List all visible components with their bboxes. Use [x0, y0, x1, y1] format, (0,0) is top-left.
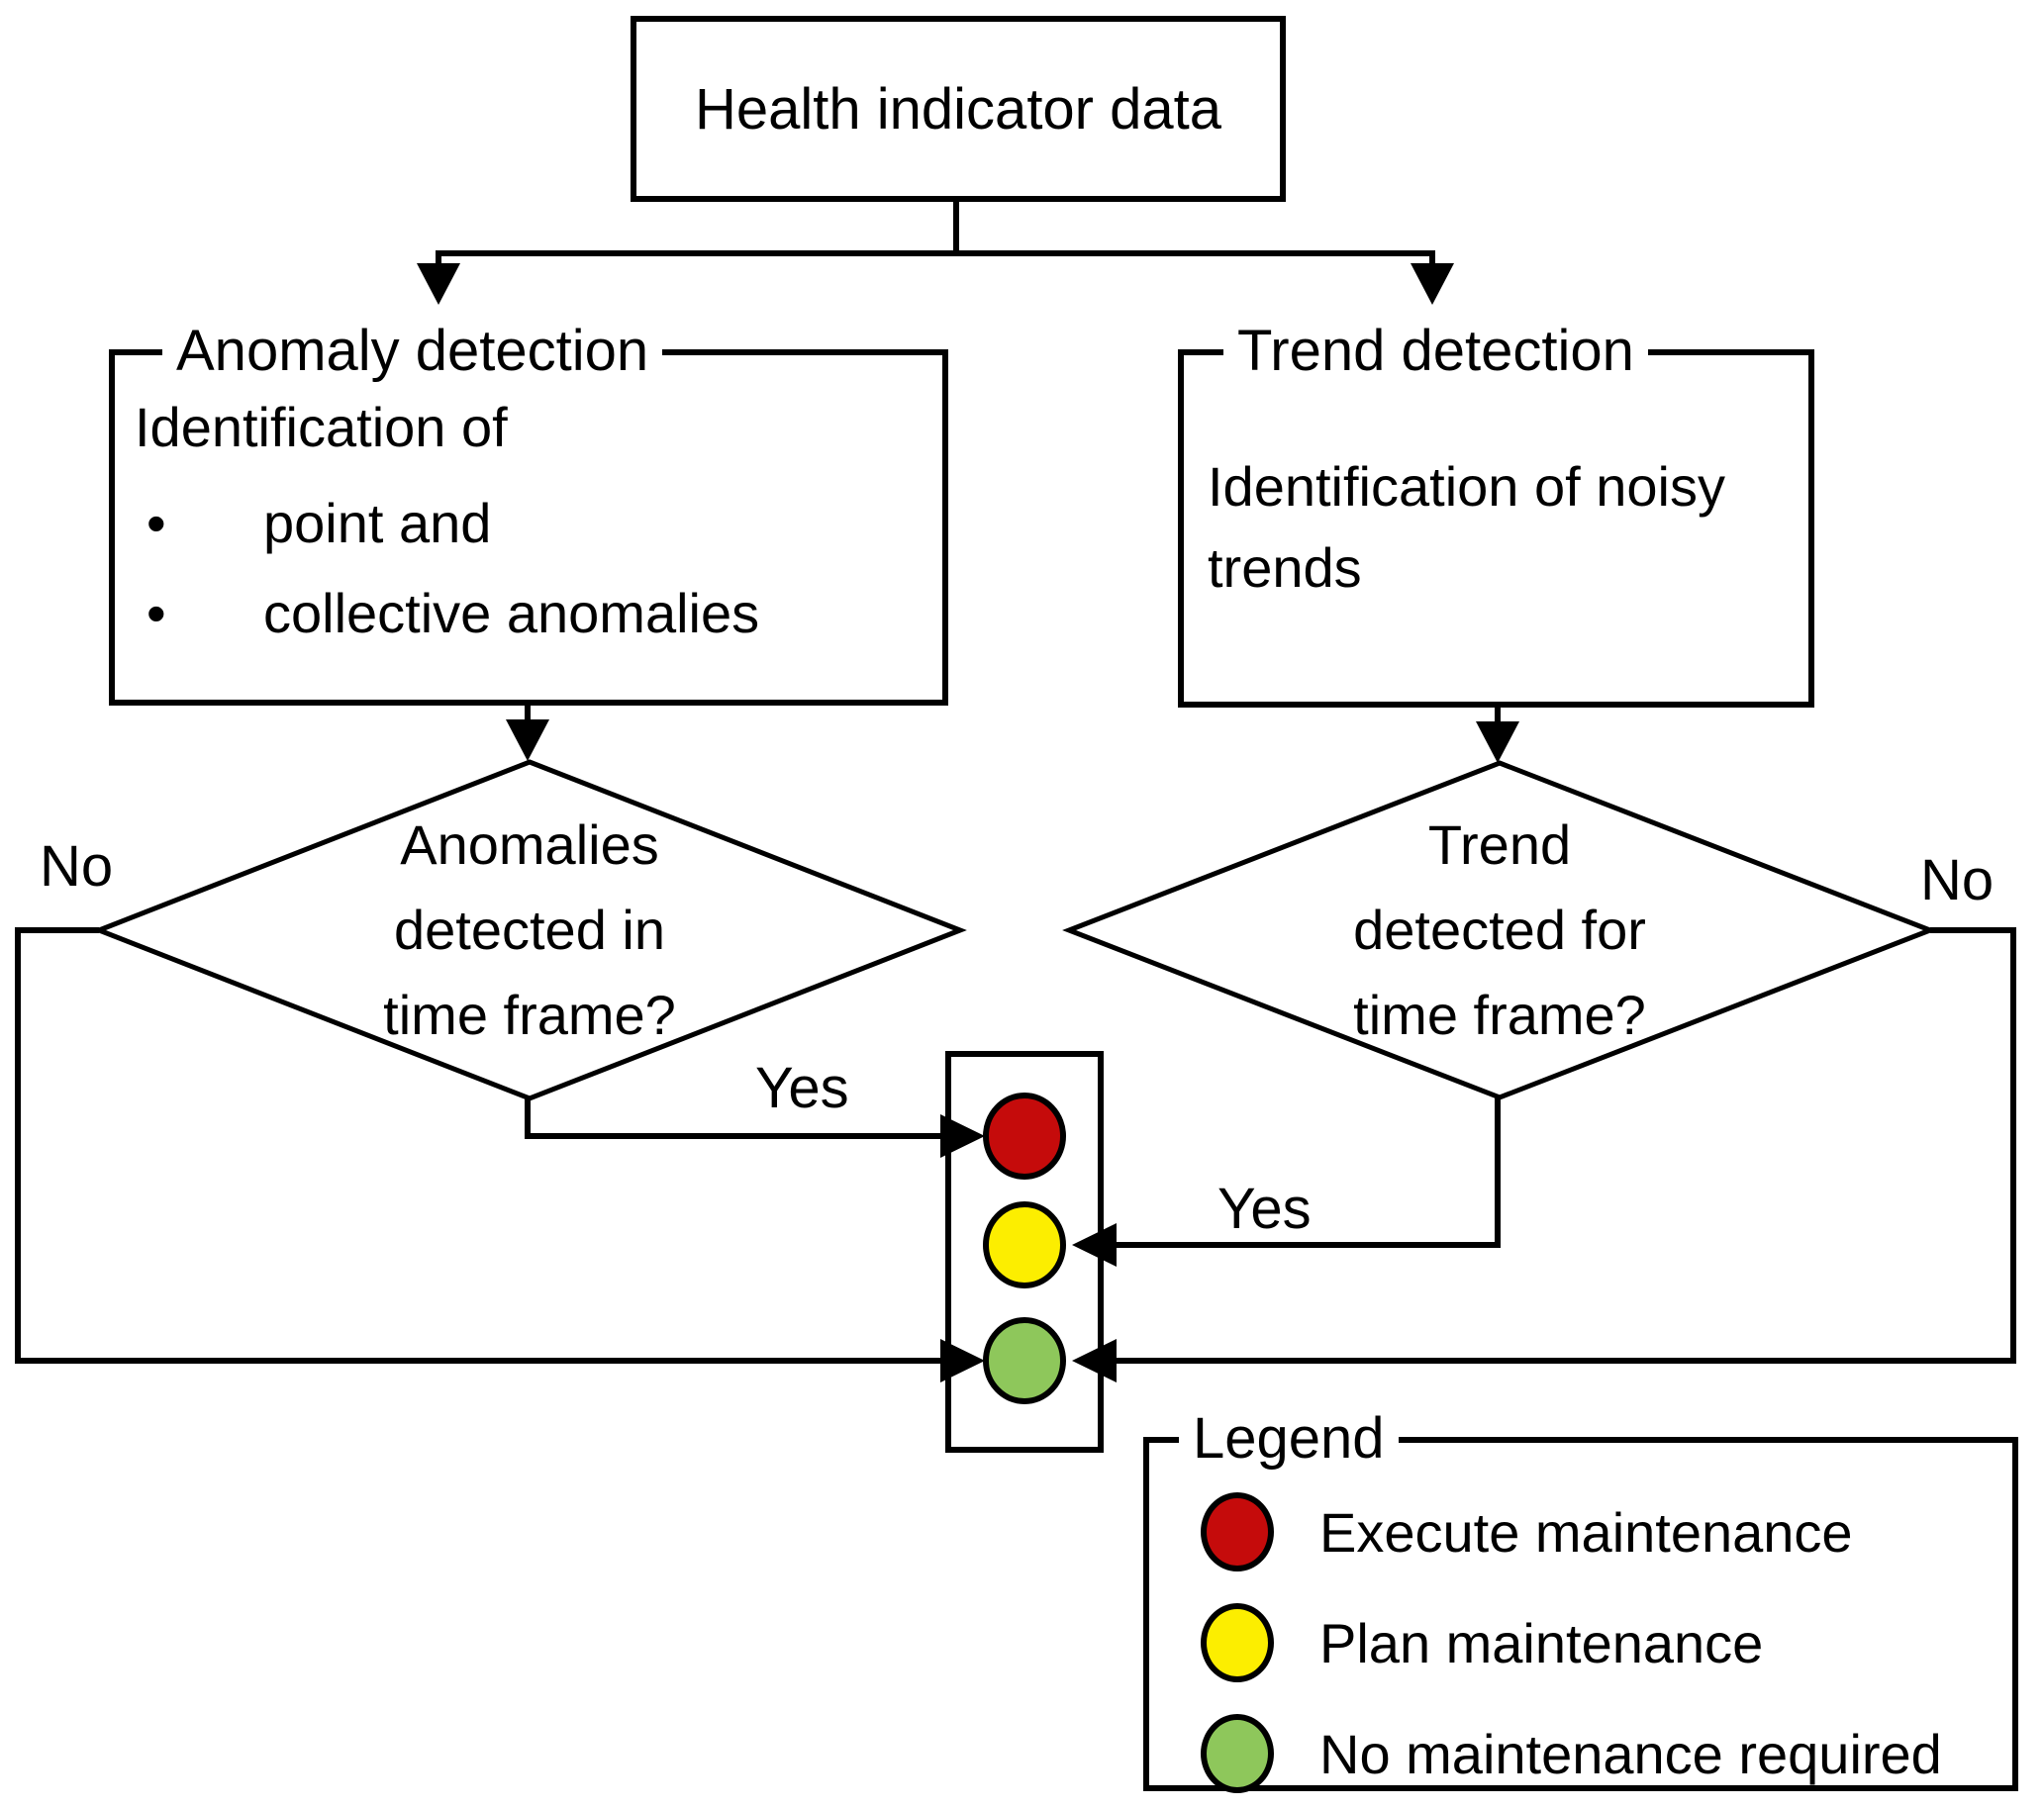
label-no-left: No [40, 834, 114, 899]
edge-yes-left [525, 1098, 940, 1139]
arrowhead-to-trend-decision [1476, 721, 1519, 763]
anomaly-process-body: Identification of • point and • collecti… [115, 355, 942, 645]
trend-decision-line: detected for [1353, 899, 1646, 961]
anomaly-process-intro: Identification of [135, 396, 508, 458]
bullet-icon: • [146, 582, 166, 644]
root-node-label: Health indicator data [695, 76, 1221, 142]
anomaly-decision-label: Anomalies detected in time frame? [282, 807, 777, 1054]
red-light-circle [983, 1093, 1066, 1180]
anomaly-bullet-label: point and [263, 492, 492, 554]
arrowhead-no-right-to-green [1072, 1339, 1117, 1382]
connector-root-branch [436, 250, 1435, 267]
yellow-light-circle [983, 1201, 1066, 1288]
trend-process-box: Trend detection Identification of noisy … [1178, 318, 1814, 708]
green-light-swatch [1201, 1714, 1274, 1793]
yellow-light-swatch [1201, 1603, 1274, 1682]
anomaly-process-title: Anomaly detection [162, 318, 663, 385]
anomaly-decision-line: detected in [394, 899, 665, 961]
root-node-box: Health indicator data [631, 16, 1286, 202]
label-no-right: No [1920, 848, 1995, 912]
anomaly-bullet-item: • collective anomalies [135, 581, 926, 645]
legend-item-none: No maintenance required [1201, 1714, 2012, 1793]
arrowhead-to-anomaly-decision [506, 719, 549, 761]
bullet-icon: • [146, 492, 166, 554]
trend-process-body: Identification of noisy trends [1208, 455, 1725, 599]
arrowhead-yes-left-to-red [940, 1114, 985, 1158]
anomaly-bullet-item: • point and [135, 491, 926, 555]
trend-decision-line: time frame? [1353, 984, 1646, 1046]
anomaly-process-box: Anomaly detection Identification of • po… [109, 318, 948, 706]
legend-rows: Execute maintenance Plan maintenance No … [1149, 1443, 2012, 1793]
legend-item-label: Execute maintenance [1319, 1500, 1853, 1564]
anomaly-decision-line: time frame? [383, 984, 676, 1046]
arrowhead-yes-right-to-yellow [1072, 1223, 1117, 1267]
legend-item-plan: Plan maintenance [1201, 1603, 2012, 1682]
legend-item-label: No maintenance required [1319, 1722, 1942, 1785]
label-yes-left: Yes [755, 1056, 849, 1120]
legend-box: Legend Execute maintenance Plan maintena… [1143, 1405, 2018, 1793]
arrowhead-no-left-to-green [940, 1339, 985, 1382]
green-light-circle [983, 1317, 1066, 1404]
trend-process-title: Trend detection [1223, 318, 1648, 385]
trend-decision-line: Trend [1427, 813, 1572, 876]
trend-decision-label: Trend detected for time frame? [1252, 807, 1747, 1054]
edge-no-right [1117, 927, 2016, 1364]
legend-item-label: Plan maintenance [1319, 1611, 1764, 1674]
arrowhead-to-trend-box [1411, 263, 1454, 305]
anomaly-bullet-label: collective anomalies [263, 582, 760, 644]
legend-title: Legend [1179, 1405, 1399, 1473]
edge-no-left [15, 927, 940, 1364]
edge-yes-right [1117, 1097, 1501, 1248]
legend-item-execute: Execute maintenance [1201, 1492, 2012, 1571]
anomaly-decision-line: Anomalies [400, 813, 659, 876]
red-light-swatch [1201, 1492, 1274, 1571]
arrowhead-to-anomaly-box [417, 263, 460, 305]
label-yes-right: Yes [1217, 1177, 1312, 1241]
